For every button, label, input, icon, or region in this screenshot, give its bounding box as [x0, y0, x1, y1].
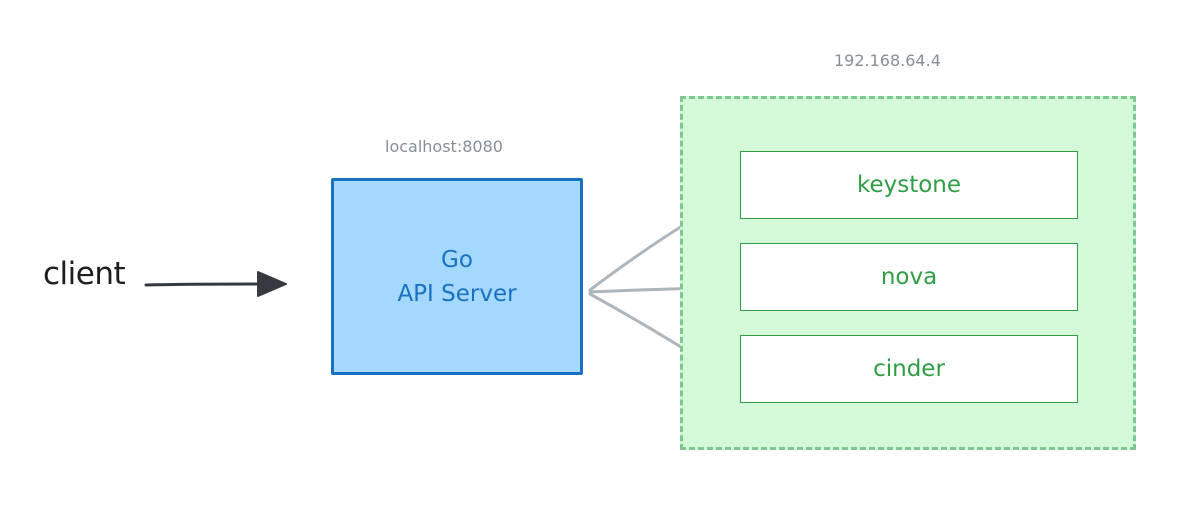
service-label: keystone — [856, 172, 962, 198]
service-cinder-box: cinder — [740, 335, 1078, 403]
client-label: client — [43, 256, 126, 292]
api-server-box: Go API Server — [331, 178, 583, 375]
server-host-label: localhost:8080 — [385, 137, 503, 156]
service-keystone-box: keystone — [740, 151, 1078, 219]
service-label: cinder — [873, 356, 945, 382]
server-title-line2: API Server — [397, 280, 517, 307]
server-title-line1: Go — [441, 246, 473, 273]
cluster-host-label: 192.168.64.4 — [834, 51, 941, 70]
service-label: nova — [880, 264, 938, 290]
client-to-server-arrow — [144, 271, 287, 297]
service-nova-box: nova — [740, 243, 1078, 311]
